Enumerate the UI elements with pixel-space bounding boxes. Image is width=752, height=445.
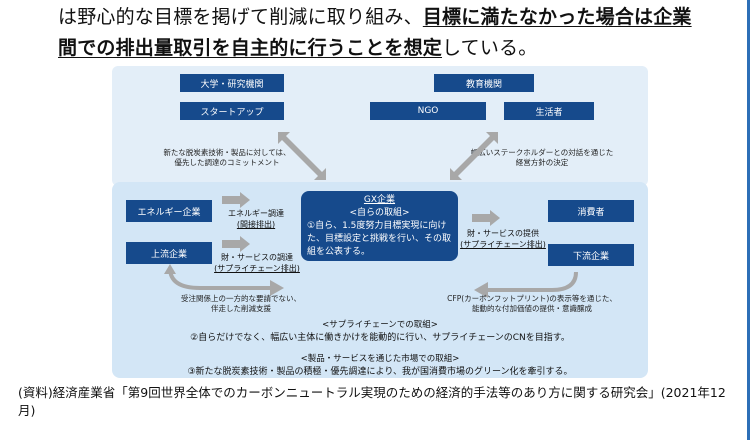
note-br-line2: 能動的な付加価値の提供・意識醸成 xyxy=(472,304,592,313)
gx-diagram: 大学・研究機関 スタートアップ 教育機関 NGO 生活者 新たな脱炭素技術・製品… xyxy=(112,66,648,378)
energy-company-box: エネルギー企業 xyxy=(126,200,212,222)
gx-title: GX企業 xyxy=(363,195,396,205)
goods-arrow-line2: (サプライチェーン排出) xyxy=(214,264,300,273)
intro-line2-bold: 間での排出量取引を自主的に行うことを想定 xyxy=(58,37,443,59)
market-header: <製品・サービスを通じた市場での取組> xyxy=(300,354,460,364)
gx-company-box: GX企業 <自らの取組> ①自ら、1.5度努力目標実現に向けた、目標設定と挑戦を… xyxy=(301,191,458,261)
note-bl-line1: 受注関係上の一方的な要請でない、 xyxy=(181,294,301,303)
gx-subtitle: <自らの取組> xyxy=(349,208,410,218)
market-text: ③新たな脱炭素技術・製品の積極・優先調達により、我が国消費市場のグリーン化を牽引… xyxy=(187,367,573,377)
diagonal-arrow-left-icon xyxy=(278,132,326,180)
education-box: 教育機関 xyxy=(434,74,534,92)
note-right-line2: 経営方針の決定 xyxy=(515,158,569,167)
intro-line2-normal: している。 xyxy=(442,37,538,59)
note-right: 幅広いステークホルダーとの対話を通じた 経営方針の決定 xyxy=(452,148,632,168)
note-br-line1: CFP(カーボンフットプリント)の表示等を通じた、 xyxy=(447,294,617,303)
citizen-box: 生活者 xyxy=(504,102,594,120)
note-bl-line2: 伴走した削減支援 xyxy=(211,304,271,313)
note-left: 新たな脱炭素技術・製品に対しては、 優先した調達のコミットメント xyxy=(152,148,302,168)
supply-arrow-label: 財・サービスの提供 (サプライチェーン排出) xyxy=(458,228,548,250)
goods-arrow-line1: 財・サービスの調達 xyxy=(221,253,293,262)
energy-arrow-line1: エネルギー調達 xyxy=(228,209,284,218)
intro-line1-normal: は野心的な目標を掲げて削減に取り組み、 xyxy=(58,6,423,28)
curve-arrow-left-icon xyxy=(164,264,284,296)
curve-arrow-right-icon xyxy=(474,271,578,298)
note-bottom-left: 受注関係上の一方的な要請でない、 伴走した削減支援 xyxy=(166,294,316,314)
university-box: 大学・研究機関 xyxy=(180,74,284,92)
intro-line1-bold: 目標に満たなかった場合は企業 xyxy=(422,6,692,28)
note-left-line1: 新たな脱炭素技術・製品に対しては、 xyxy=(163,148,291,157)
note-bottom-right: CFP(カーボンフットプリント)の表示等を通じた、 能動的な付加価値の提供・意識… xyxy=(442,294,622,314)
supply-arrow-line1: 財・サービスの提供 xyxy=(467,229,539,238)
supply-chain-text: ②自らだけでなく、幅広い主体に働きかけを能動的に行い、サプライチェーンのCNを目… xyxy=(190,333,570,343)
source-caption: (資料)経済産業省「第9回世界全体でのカーボンニュートラル実現のための経済的手法… xyxy=(18,385,726,418)
note-right-line1: 幅広いステークホルダーとの対話を通じた xyxy=(470,148,614,157)
upstream-company-box: 上流企業 xyxy=(126,242,212,264)
gx-body: ①自ら、1.5度努力目標実現に向けた、目標設定と挑戦を行い、その取組を公表する。 xyxy=(307,221,452,257)
note-left-line2: 優先した調達のコミットメント xyxy=(174,158,280,167)
downstream-company-box: 下流企業 xyxy=(548,244,634,266)
right-edge-line xyxy=(747,0,750,440)
diagonal-arrow-right-icon xyxy=(450,132,498,180)
supply-chain-header: <サプライチェーンでの取組> xyxy=(322,320,438,330)
supply-arrow-icon xyxy=(472,210,500,226)
energy-arrow-label: エネルギー調達 (間接排出) xyxy=(216,208,296,230)
goods-arrow-icon xyxy=(222,236,250,252)
ngo-box: NGO xyxy=(370,102,486,120)
consumer-box: 消費者 xyxy=(548,200,634,222)
supply-arrow-line2: (サプライチェーン排出) xyxy=(460,240,546,249)
energy-arrow-icon xyxy=(222,192,250,208)
startup-box: スタートアップ xyxy=(180,102,284,120)
intro-paragraph: は野心的な目標を掲げて削減に取り組み、目標に満たなかった場合は企業 間での排出量… xyxy=(58,2,738,64)
energy-arrow-line2: (間接排出) xyxy=(236,220,276,229)
goods-arrow-label: 財・サービスの調達 (サプライチェーン排出) xyxy=(214,252,300,274)
